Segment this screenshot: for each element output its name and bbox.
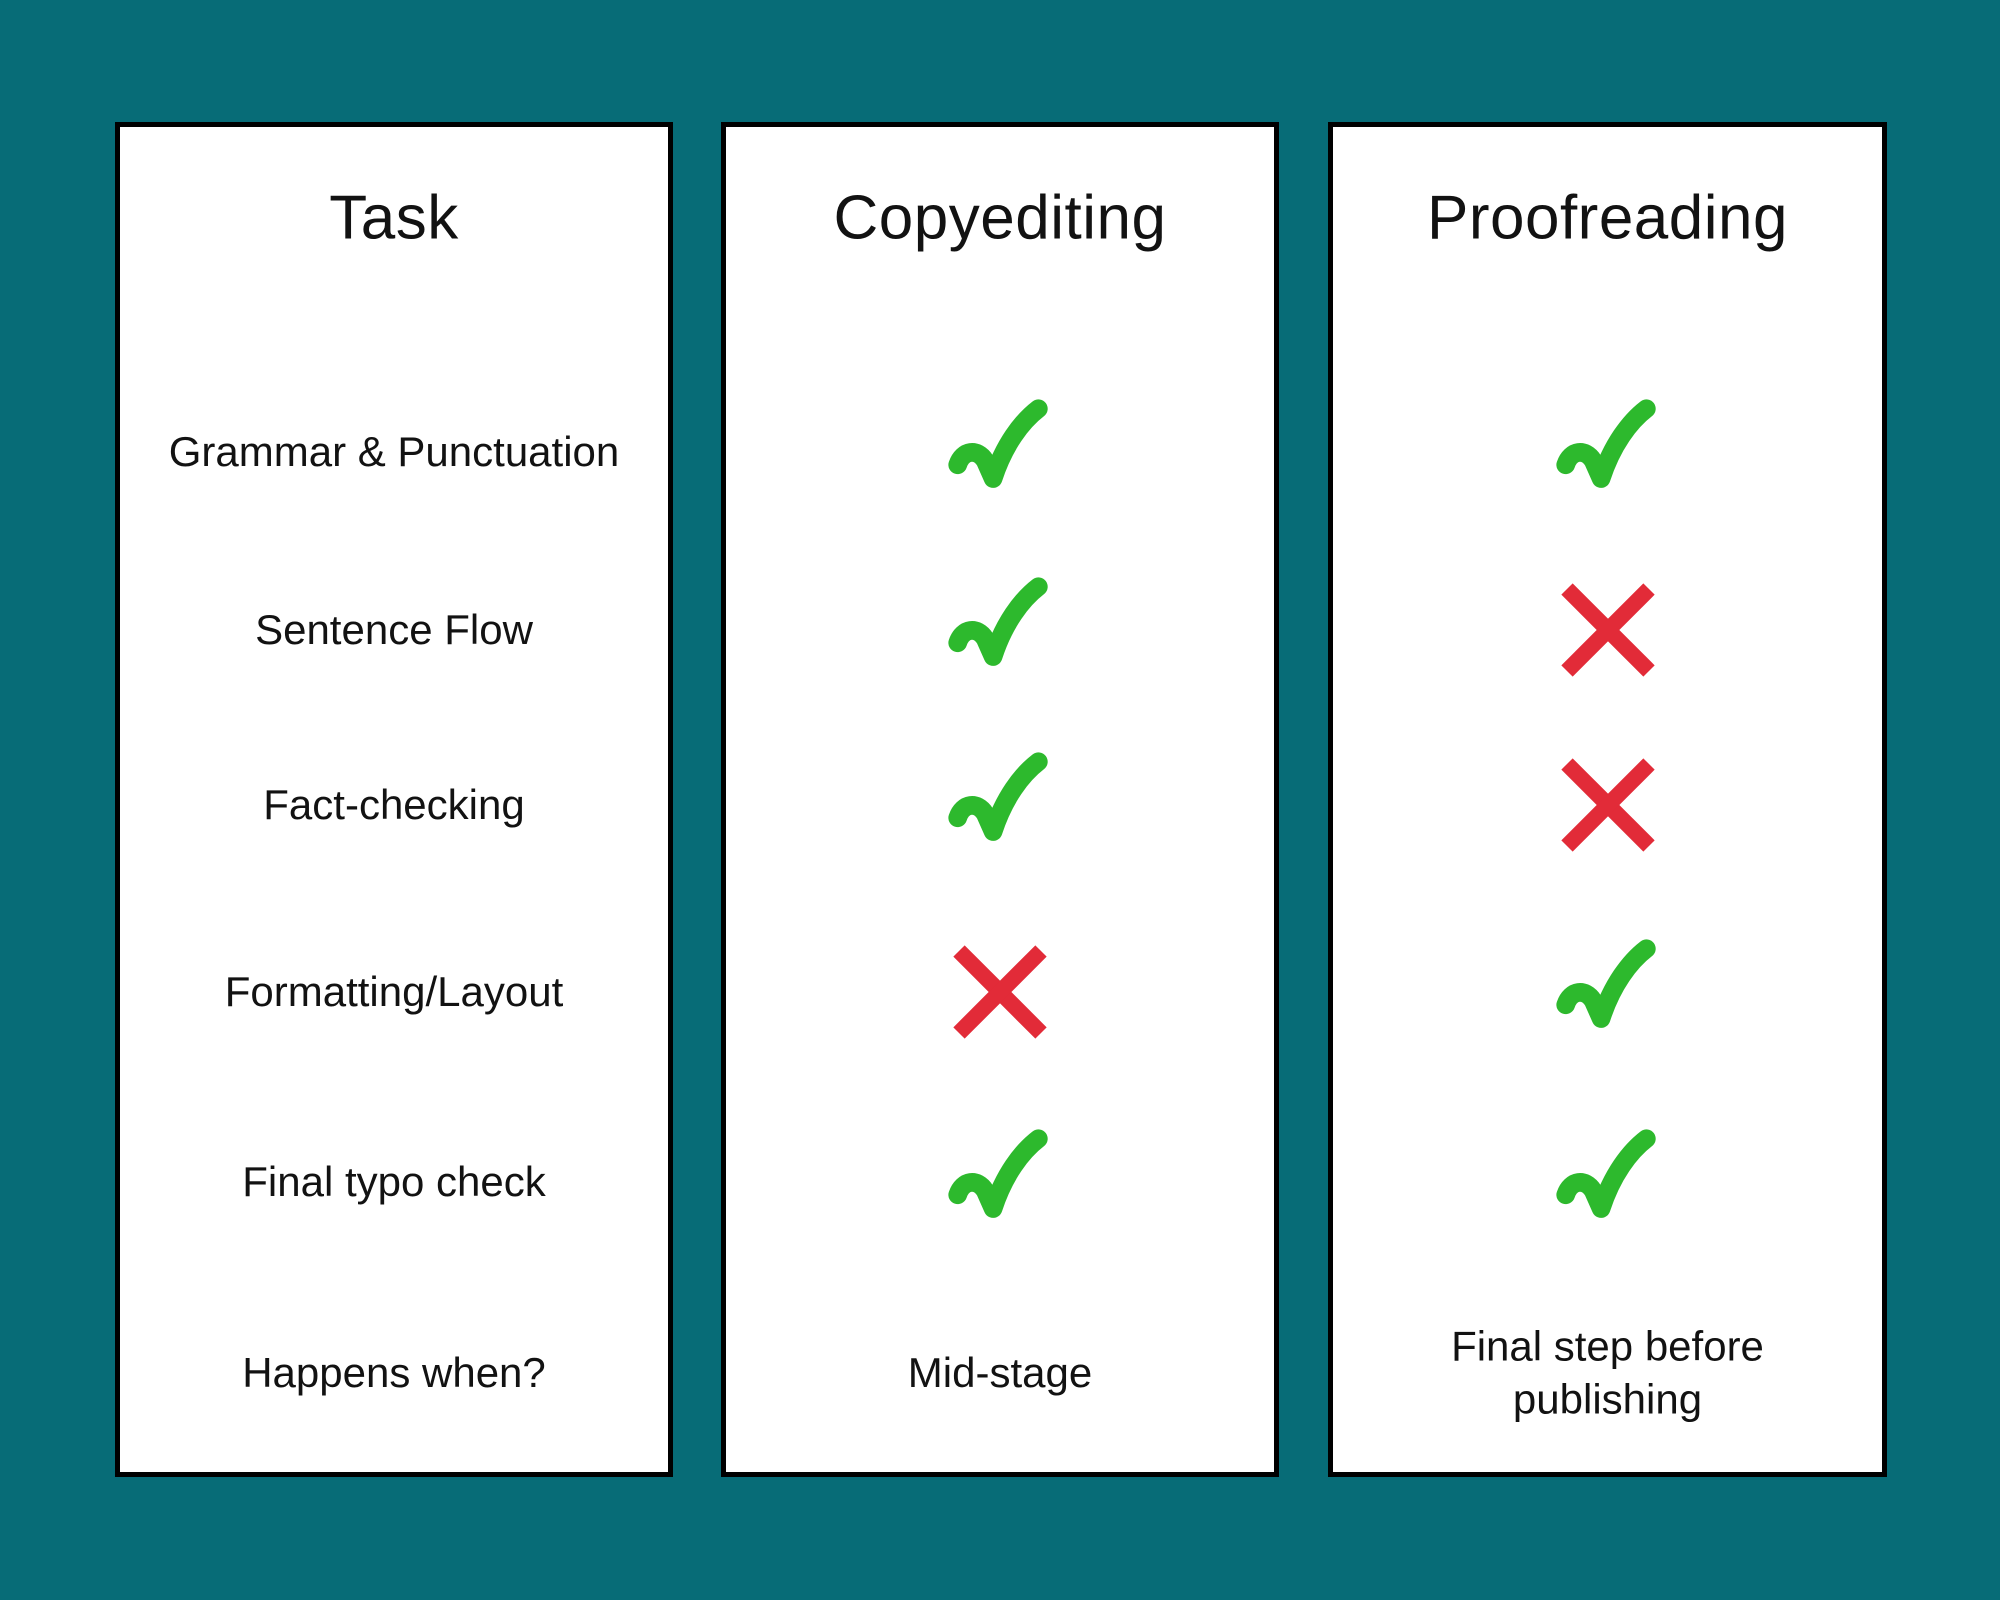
cell-label: Happens when? [242, 1348, 546, 1396]
copyediting-column-header: Copyediting [833, 183, 1167, 253]
cell-label: Fact-checking [263, 780, 525, 828]
check-icon [726, 746, 1274, 864]
task-cell: Happens when? [120, 1347, 668, 1400]
check-icon [1333, 933, 1882, 1051]
check-icon [1333, 393, 1882, 511]
cell-label: Final step before publishing [1451, 1322, 1764, 1423]
check-icon [726, 571, 1274, 689]
task-cell: Formatting/Layout [120, 966, 668, 1019]
cross-icon [1333, 751, 1882, 859]
column-card-proofreading: Proofreading Final step before publishin… [1328, 122, 1887, 1477]
column-card-copyediting: Copyediting Mid-stage [721, 122, 1279, 1477]
task-column-header: Task [329, 183, 459, 253]
cross-icon [726, 938, 1274, 1046]
task-cell: Fact-checking [120, 779, 668, 832]
check-icon [1333, 1123, 1882, 1241]
cell-label: Final typo check [242, 1157, 546, 1205]
proofreading-column-header: Proofreading [1426, 183, 1789, 253]
task-cell: Grammar & Punctuation [120, 426, 668, 479]
copyediting-cell: Mid-stage [726, 1347, 1274, 1400]
task-cell: Sentence Flow [120, 604, 668, 657]
cell-label: Grammar & Punctuation [168, 427, 620, 475]
cross-icon [1333, 576, 1882, 684]
proofreading-cell: Final step before publishing [1333, 1321, 1882, 1426]
check-icon [726, 1123, 1274, 1241]
cell-label: Mid-stage [907, 1348, 1093, 1396]
task-cell: Final typo check [120, 1156, 668, 1209]
check-icon [726, 393, 1274, 511]
cell-label: Sentence Flow [255, 605, 533, 653]
cell-label: Formatting/Layout [224, 967, 564, 1015]
